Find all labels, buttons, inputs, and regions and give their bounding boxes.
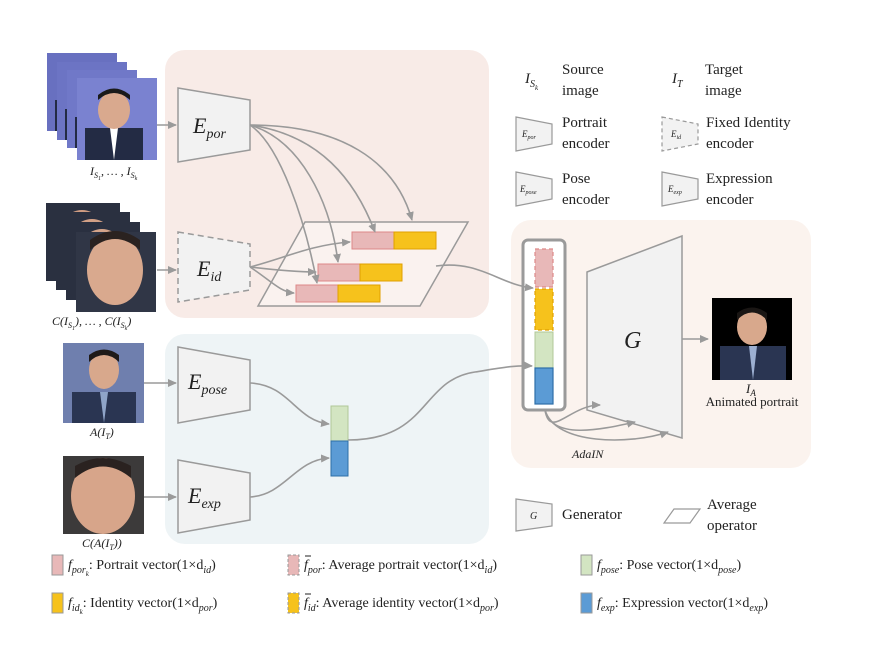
legend-swatch	[580, 592, 593, 614]
exp-caption: C(A(IT))	[82, 536, 122, 552]
legend-source-symbol: ISk	[524, 71, 539, 92]
legend-top: ISk Source image IT Target image Epor Po…	[515, 62, 791, 208]
legend-identity-line1: Fixed Identity	[706, 115, 791, 131]
legend-bottom-item: fpor: Average portrait vector(1×did)	[287, 554, 497, 576]
legend-text: fpork: Portrait vector(1×did)	[68, 558, 216, 578]
vector-pairs	[295, 231, 437, 303]
generator-block	[586, 234, 683, 440]
cropped-caption: C(IS1), … , C(ISk)	[52, 314, 131, 332]
legend-bottom-item: fpose: Pose vector(1×dpose)	[580, 554, 741, 576]
legend-text: fpose: Pose vector(1×dpose)	[597, 558, 741, 576]
legend-portrait-line2: encoder	[562, 136, 609, 152]
legend-pose-icon	[515, 171, 553, 207]
pose-encoder	[177, 346, 251, 424]
identity-encoder-label: Eid	[196, 256, 222, 285]
svg-text:Epor: Epor	[521, 129, 537, 141]
pose-caption: A(IT)	[89, 425, 114, 441]
legend-source-line2: image	[562, 83, 599, 99]
portrait-encoder-label: Epor	[192, 113, 226, 142]
legend-swatch	[287, 592, 300, 614]
legend-average-line1: Average	[707, 497, 757, 513]
legend-source-line1: Source	[562, 62, 604, 78]
legend-bottom: fpork: Portrait vector(1×did) fpor: Avera…	[51, 554, 768, 616]
legend-average-icon	[662, 508, 702, 524]
legend-swatch	[287, 554, 300, 576]
legend-average-line2: operator	[707, 518, 757, 534]
legend-generator-label: Generator	[562, 507, 622, 523]
output-image	[712, 298, 792, 380]
legend-identity-line2: encoder	[706, 136, 753, 152]
source-caption: IS1, … , ISk	[89, 164, 138, 182]
legend-bottom-item: fid: Average identity vector(1×dpor)	[287, 592, 499, 614]
legend-exp-line2: encoder	[706, 192, 753, 208]
svg-text:G: G	[530, 511, 537, 522]
connector-arrows	[144, 121, 709, 501]
adain-label: AdaIN	[571, 447, 604, 461]
legend-text: fid: Average identity vector(1×dpor)	[304, 596, 499, 614]
legend-text: fpor: Average portrait vector(1×did)	[304, 558, 497, 576]
cropped-image-stack	[46, 203, 156, 312]
pose-exp-vector	[330, 405, 349, 477]
portrait-encoder	[177, 87, 251, 163]
legend-text: fexp: Expression vector(1×dexp)	[597, 596, 768, 614]
legend-bottom-item: fexp: Expression vector(1×dexp)	[580, 592, 768, 614]
legend-portrait-line1: Portrait	[562, 115, 608, 131]
source-image-stack	[47, 53, 157, 160]
generator-label: G	[624, 328, 641, 354]
legend-target-line1: Target	[705, 62, 744, 78]
legend-text: fidk: Identity vector(1×dpor)	[68, 596, 218, 616]
output-caption: Animated portrait	[706, 394, 799, 409]
output-symbol: IA	[745, 381, 756, 398]
legend-swatch	[580, 554, 593, 576]
legend-target-symbol: IT	[671, 71, 684, 90]
combined-vector	[521, 238, 567, 412]
legend-exp-line1: Expression	[706, 171, 773, 187]
legend-swatch	[51, 554, 64, 576]
pose-image	[63, 343, 144, 423]
svg-text:Eid: Eid	[670, 129, 682, 141]
expression-image	[63, 456, 144, 534]
legend-exp-icon	[661, 171, 699, 207]
legend-bottom-item: fpork: Portrait vector(1×did)	[51, 554, 216, 578]
legend-portrait-icon	[515, 116, 553, 152]
identity-encoder	[177, 231, 251, 303]
legend-identity-icon	[661, 116, 699, 152]
legend-pose-line1: Pose	[562, 171, 591, 187]
legend-pose-line2: encoder	[562, 192, 609, 208]
legend-bottom-item: fidk: Identity vector(1×dpor)	[51, 592, 218, 616]
svg-text:Epose: Epose	[519, 184, 537, 196]
legend-generator-icon	[515, 498, 553, 532]
pose-encoder-label: Epose	[187, 369, 227, 398]
expression-encoder	[177, 459, 251, 534]
legend-target-line2: image	[705, 83, 742, 99]
legend-mid: G Generator Average operator	[515, 497, 757, 534]
expression-encoder-label: Eexp	[187, 483, 221, 512]
svg-text:Eexp: Eexp	[667, 184, 682, 196]
legend-swatch	[51, 592, 64, 614]
